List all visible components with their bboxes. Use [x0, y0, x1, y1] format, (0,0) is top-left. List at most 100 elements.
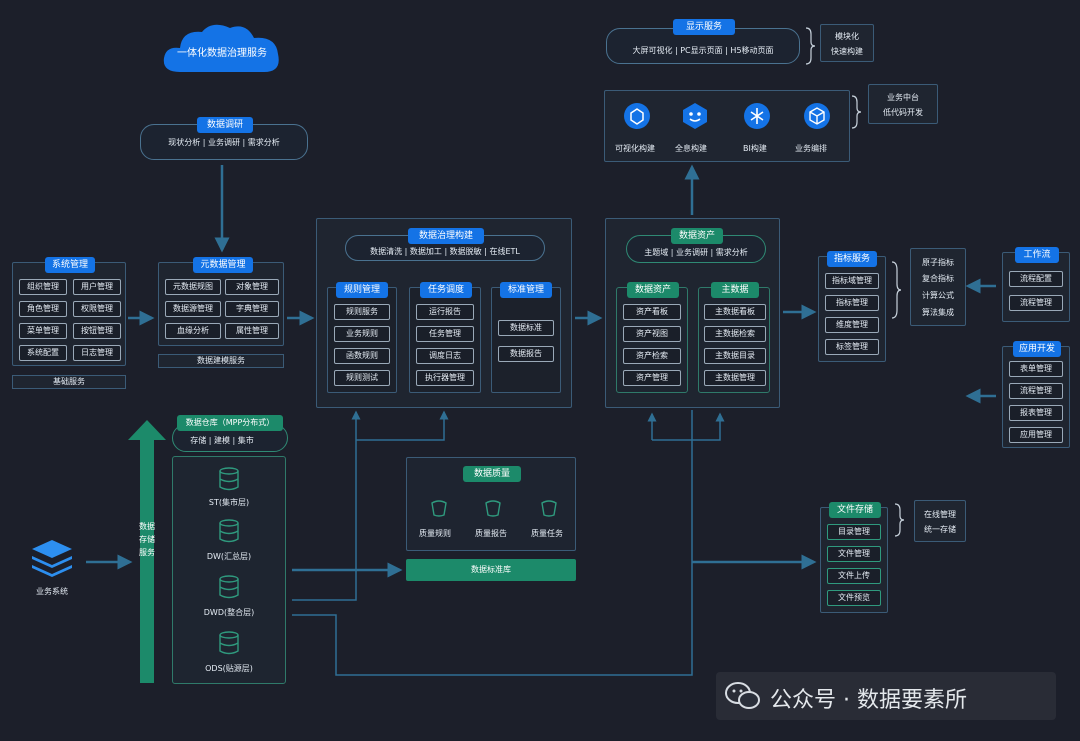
system-item[interactable]: 系统配置 [19, 345, 67, 361]
appdev-title: 应用开发 [1013, 341, 1061, 357]
standard-item[interactable]: 数据标准 [498, 320, 554, 336]
asset-item[interactable]: 资产检索 [623, 348, 681, 364]
watermark: 公众号 · 数据要素所 [716, 672, 1056, 720]
metadata-mgmt-footer: 数据建模服务 [158, 354, 284, 368]
task-item[interactable]: 调度日志 [416, 348, 474, 364]
system-item[interactable]: 组织管理 [19, 279, 67, 295]
holo-build-icon [683, 103, 707, 129]
warehouse-layer: ST(集市层) [173, 467, 285, 517]
standard-item[interactable]: 数据报告 [498, 346, 554, 362]
system-item[interactable]: 按钮管理 [73, 323, 121, 339]
metadata-item[interactable]: 对象管理 [225, 279, 279, 295]
indicator-item[interactable]: 标签管理 [825, 339, 879, 355]
warehouse-layer-label: DW(汇总层) [206, 552, 252, 561]
quality-item[interactable]: 质量任务 [523, 498, 573, 544]
storage-service-label: 数据存储服务 [139, 522, 155, 557]
metadata-item[interactable]: 字典管理 [225, 301, 279, 317]
business-system-label: 业务系统 [36, 587, 68, 596]
task-sched-group: 任务调度 运行报告 任务管理 调度日志 执行器管理 [409, 282, 481, 393]
warehouse-header: 数据仓库（MPP分布式） 存储 | 建模 | 集市 [172, 415, 288, 452]
warehouse-title: 数据仓库（MPP分布式） [177, 415, 283, 431]
workflow-item[interactable]: 流程管理 [1009, 295, 1063, 311]
indicator-item[interactable]: 指标管理 [825, 295, 879, 311]
appdev-item[interactable]: 报表管理 [1009, 405, 1063, 421]
warehouse-layer: ODS(贴源层) [173, 631, 285, 681]
system-item[interactable]: 权限管理 [73, 301, 121, 317]
appdev-item[interactable]: 应用管理 [1009, 427, 1063, 443]
file-storage-panel: 文件存储 目录管理 文件管理 文件上传 文件预览 [820, 502, 888, 613]
bucket-icon [431, 500, 447, 517]
task-item[interactable]: 任务管理 [416, 326, 474, 342]
system-mgmt-footer: 基础服务 [12, 375, 126, 389]
database-icon [219, 467, 239, 491]
build-label: 业务编排 [795, 144, 827, 153]
appdev-item[interactable]: 流程管理 [1009, 383, 1063, 399]
metadata-item[interactable]: 属性管理 [225, 323, 279, 339]
build-tool[interactable]: BI构建 [739, 101, 775, 157]
rule-item[interactable]: 函数规则 [334, 348, 390, 364]
indicator-title: 指标服务 [827, 251, 877, 267]
metadata-item[interactable]: 血缘分析 [165, 323, 221, 339]
bucket-icon [541, 500, 557, 517]
file-item[interactable]: 文件上传 [827, 568, 881, 584]
rule-item[interactable]: 业务规则 [334, 326, 390, 342]
indicator-item[interactable]: 维度管理 [825, 317, 879, 333]
assets-subtitle: 主题域 | 业务调研 | 需求分析 [644, 248, 748, 257]
task-item[interactable]: 执行器管理 [416, 370, 474, 386]
quality-title: 数据质量 [463, 466, 521, 482]
rule-mgmt-title: 规则管理 [336, 282, 388, 298]
database-icon [219, 519, 239, 543]
warehouse-layer: DWD(整合层) [173, 575, 285, 625]
asset-item[interactable]: 资产视图 [623, 326, 681, 342]
build-panel: 可视化构建 全息构建 BI构建 业务编排 [604, 90, 850, 162]
metadata-mgmt-title: 元数据管理 [193, 257, 253, 273]
business-system: 业务系统 [22, 538, 82, 598]
governance-title: 数据治理构建 [408, 228, 484, 244]
rule-item[interactable]: 规则服务 [334, 304, 390, 320]
system-item[interactable]: 角色管理 [19, 301, 67, 317]
visual-build-icon [624, 103, 650, 129]
standard-library-bar: 数据标准库 [406, 559, 576, 581]
file-item[interactable]: 文件管理 [827, 546, 881, 562]
rule-item[interactable]: 规则测试 [334, 370, 390, 386]
quality-panel: 数据质量 质量规则 质量报告 质量任务 [406, 457, 576, 551]
master-data-group: 主数据 主数据看板 主数据检索 主数据目录 主数据管理 [698, 282, 770, 393]
asset-item[interactable]: 资产管理 [623, 370, 681, 386]
quality-item[interactable]: 质量报告 [467, 498, 517, 544]
master-item[interactable]: 主数据看板 [704, 304, 766, 320]
workflow-item[interactable]: 流程配置 [1009, 271, 1063, 287]
database-icon [219, 575, 239, 599]
brace-lines [805, 27, 905, 537]
file-item[interactable]: 文件预览 [827, 590, 881, 606]
task-item[interactable]: 运行报告 [416, 304, 474, 320]
biz-orchestration-icon [804, 103, 830, 129]
file-item[interactable]: 目录管理 [827, 524, 881, 540]
asset-item[interactable]: 资产看板 [623, 304, 681, 320]
build-label: BI构建 [743, 144, 767, 153]
display-side-item: 快速构建 [831, 47, 863, 56]
appdev-panel: 应用开发 表单管理 流程管理 报表管理 应用管理 [1002, 341, 1070, 448]
system-item[interactable]: 用户管理 [73, 279, 121, 295]
quality-item[interactable]: 质量规则 [413, 498, 463, 544]
master-item[interactable]: 主数据管理 [704, 370, 766, 386]
indicator-side-item: 复合指标 [922, 274, 954, 283]
metadata-item[interactable]: 元数据规图 [165, 279, 221, 295]
watermark-text: 公众号 · 数据要素所 [770, 688, 967, 713]
build-tool[interactable]: 可视化构建 [615, 101, 655, 157]
cloud-icon [163, 24, 279, 72]
build-tool[interactable]: 全息构建 [675, 101, 713, 157]
master-item[interactable]: 主数据检索 [704, 326, 766, 342]
indicator-item[interactable]: 指标域管理 [825, 273, 879, 289]
system-item[interactable]: 日志管理 [73, 345, 121, 361]
database-icon [219, 631, 239, 655]
line-warehouse-to-assets [292, 410, 693, 676]
research-items: 现状分析 | 业务调研 | 需求分析 [168, 138, 280, 147]
build-tool[interactable]: 业务编排 [795, 101, 835, 157]
metadata-item[interactable]: 数据源管理 [165, 301, 221, 317]
build-label: 可视化构建 [615, 144, 655, 153]
system-item[interactable]: 菜单管理 [19, 323, 67, 339]
appdev-item[interactable]: 表单管理 [1009, 361, 1063, 377]
indicator-side-item: 计算公式 [922, 291, 954, 300]
master-item[interactable]: 主数据目录 [704, 348, 766, 364]
